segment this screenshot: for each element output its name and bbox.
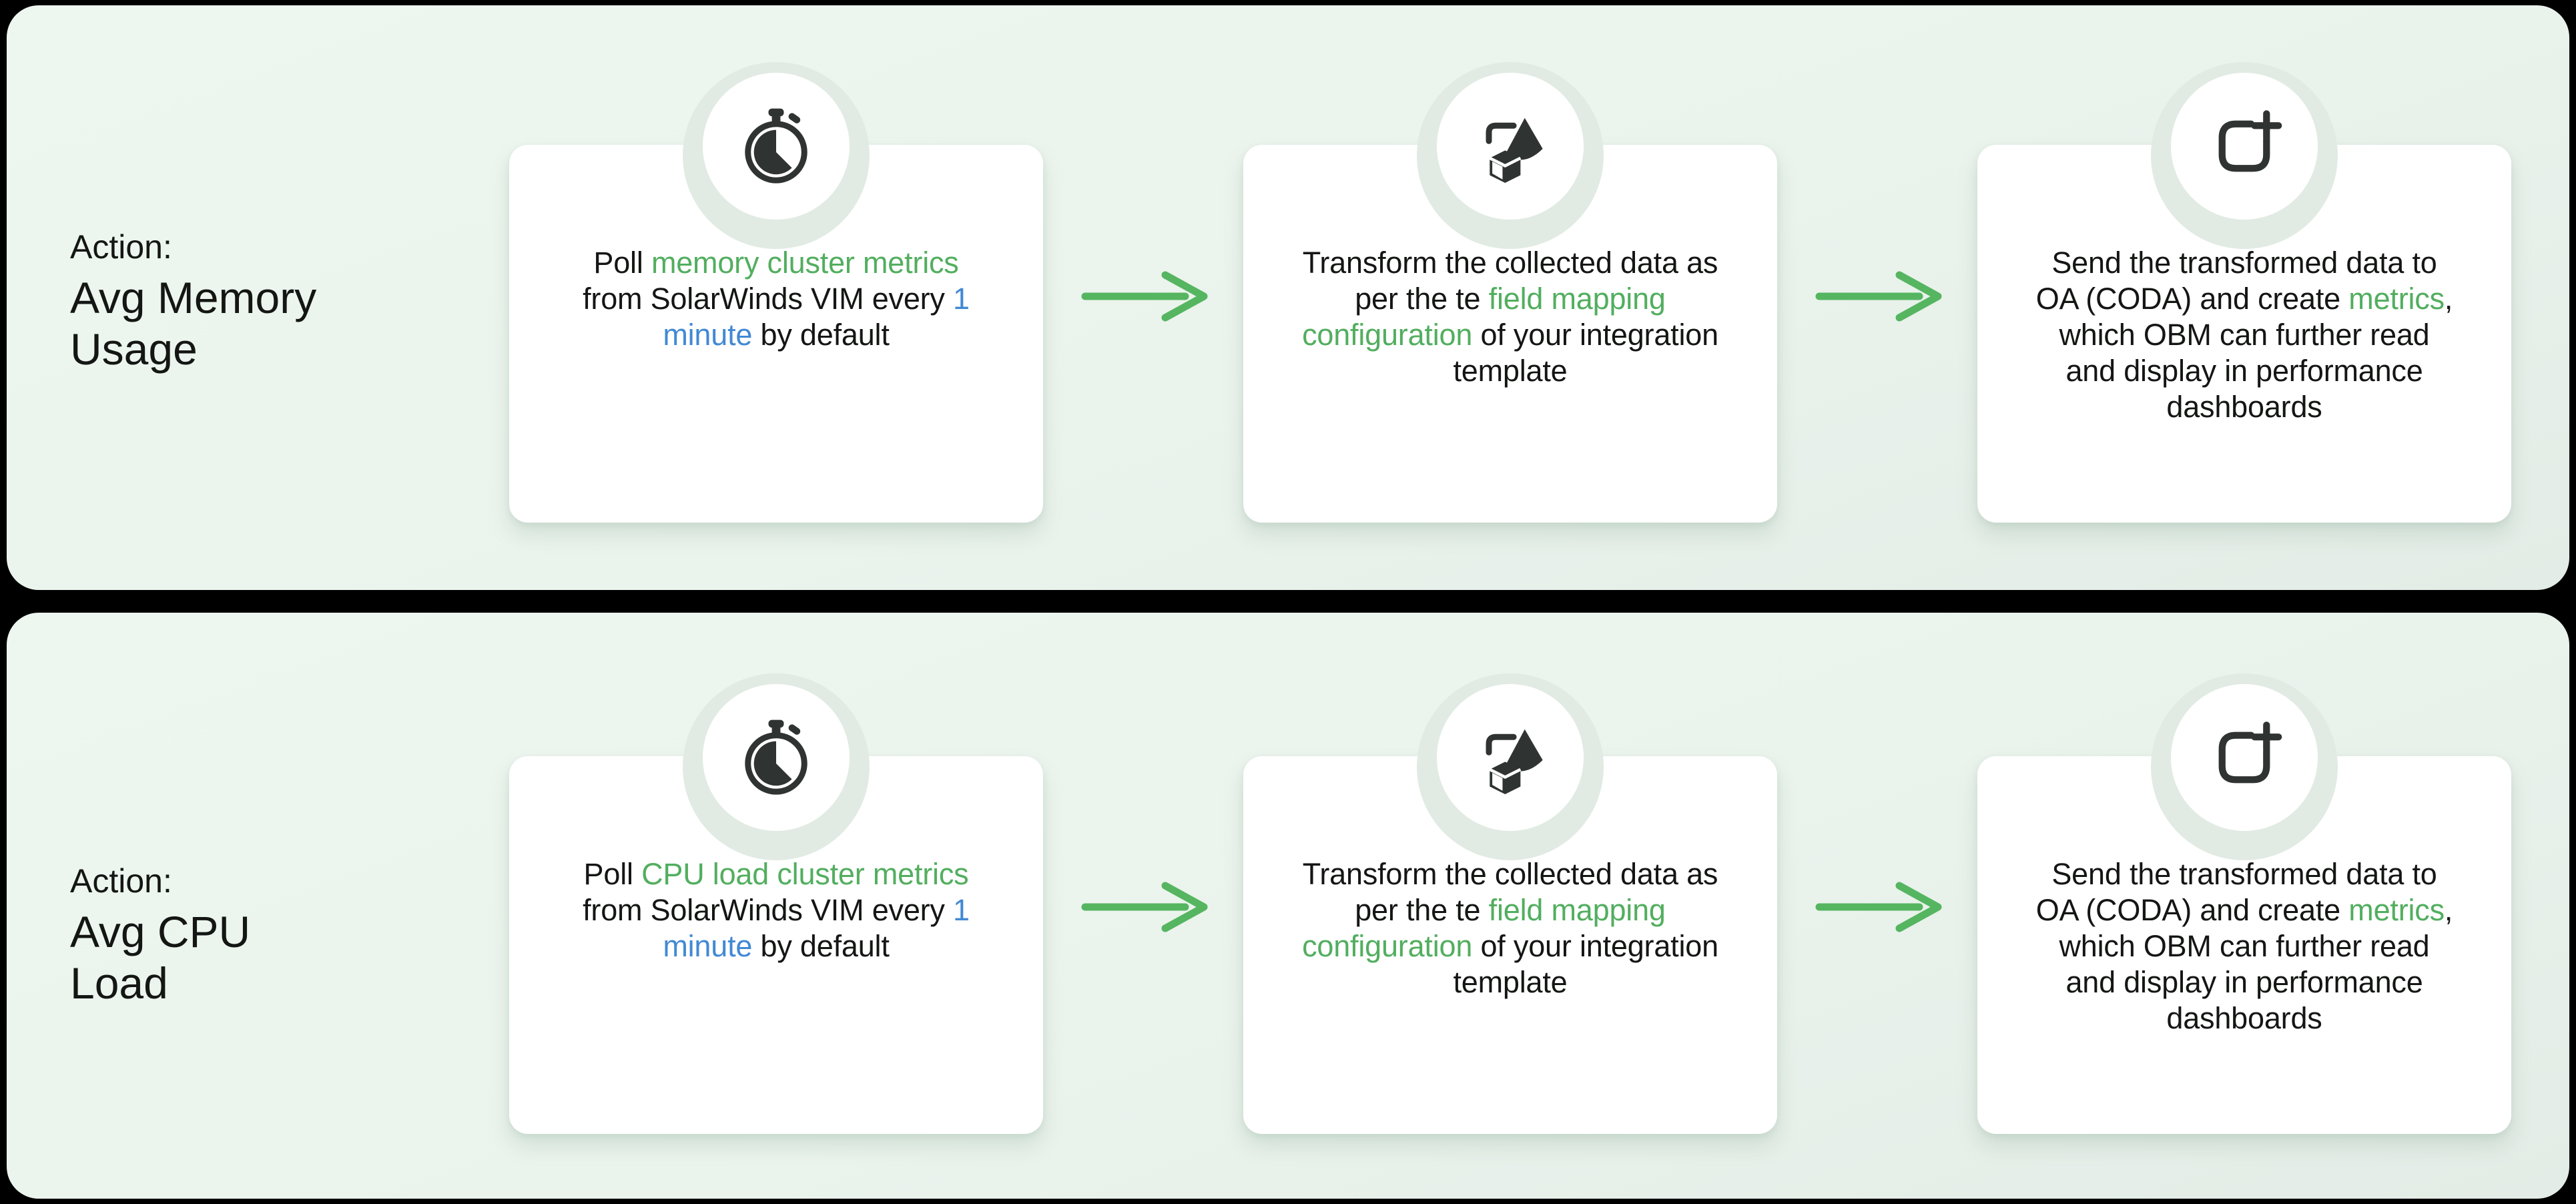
text-segment: Poll: [593, 246, 651, 280]
transform-shapes-icon: [1486, 117, 1543, 184]
flow-arrow-icon: [1814, 266, 1947, 327]
step-card-send-create: Send the transformed data to OA (CODA) a…: [1977, 62, 2511, 523]
text-segment-highlight: 1 minute: [663, 282, 970, 352]
text-segment: of your integration template: [1453, 318, 1719, 388]
flow-arrow-icon: [1080, 266, 1213, 327]
icon-badge: [2171, 73, 2318, 220]
text-segment: by default: [752, 318, 890, 352]
step-text: Send the transformed data to OA (CODA) a…: [2031, 245, 2458, 425]
text-segment: from SolarWinds VIM every: [583, 282, 954, 316]
action-name-avg-memory-usage: Avg Memory Usage: [70, 273, 317, 374]
create-plus-icon: [2218, 721, 2282, 784]
text-segment-highlight: field mapping configuration: [1302, 282, 1666, 352]
action-block-memory: Action: Avg Memory Usage: [70, 227, 357, 374]
icon-badge: [2171, 684, 2318, 831]
text-segment: Transform the collected data as per the …: [1302, 857, 1718, 927]
panel-avg-cpu-load: Action: Avg CPU Load Poll CPU load: [7, 613, 2569, 1199]
step-card-transform: Transform the collected data as per the …: [1243, 673, 1777, 1134]
action-name-avg-cpu-load: Avg CPU Load: [70, 907, 251, 1008]
step-card-transform: Transform the collected data as per the …: [1243, 62, 1777, 523]
text-segment: , which OBM can further read and display…: [2059, 893, 2453, 1035]
step-text: Poll CPU load cluster metrics from Solar…: [563, 856, 990, 964]
action-label: Action:: [70, 228, 172, 266]
panel-avg-memory-usage: Action: Avg Memory Usage Poll memor: [7, 5, 2569, 590]
step-card-poll-cpu: Poll CPU load cluster metrics from Solar…: [509, 673, 1043, 1134]
text-segment: Send the transformed data to OA (CODA) a…: [2035, 246, 2437, 316]
text-segment-highlight: CPU load cluster metrics: [641, 857, 969, 891]
step-text: Transform the collected data as per the …: [1297, 245, 1724, 389]
step-text: Send the transformed data to OA (CODA) a…: [2031, 856, 2458, 1036]
step-text: Poll memory cluster metrics from SolarWi…: [563, 245, 990, 353]
step-card-poll-memory: Poll memory cluster metrics from SolarWi…: [509, 62, 1043, 523]
stopwatch-icon: [745, 719, 808, 795]
text-segment-highlight: metrics: [2348, 893, 2445, 927]
icon-badge: [1437, 684, 1584, 831]
step-card-send-create: Send the transformed data to OA (CODA) a…: [1977, 673, 2511, 1134]
icon-badge: [1437, 73, 1584, 220]
action-block-cpu: Action: Avg CPU Load: [70, 861, 357, 1008]
text-segment: Transform the collected data as per the …: [1302, 246, 1718, 316]
text-segment: Poll: [583, 857, 642, 891]
action-label: Action:: [70, 862, 172, 900]
icon-badge: [703, 684, 850, 831]
text-segment-highlight: 1 minute: [663, 893, 970, 963]
text-segment: of your integration template: [1453, 929, 1719, 999]
transform-shapes-icon: [1486, 729, 1543, 795]
create-plus-icon: [2218, 110, 2282, 172]
flow-arrow-icon: [1080, 876, 1213, 938]
text-segment: , which OBM can further read and display…: [2059, 282, 2453, 424]
text-segment-highlight: field mapping configuration: [1302, 893, 1666, 963]
step-text: Transform the collected data as per the …: [1297, 856, 1724, 1000]
flow-arrow-icon: [1814, 876, 1947, 938]
stopwatch-icon: [745, 108, 808, 184]
icon-badge: [703, 73, 850, 220]
text-segment: by default: [752, 929, 890, 963]
text-segment-highlight: memory cluster metrics: [651, 246, 959, 280]
text-segment-highlight: metrics: [2348, 282, 2445, 316]
text-segment: from SolarWinds VIM every: [583, 893, 954, 927]
text-segment: Send the transformed data to OA (CODA) a…: [2035, 857, 2437, 927]
